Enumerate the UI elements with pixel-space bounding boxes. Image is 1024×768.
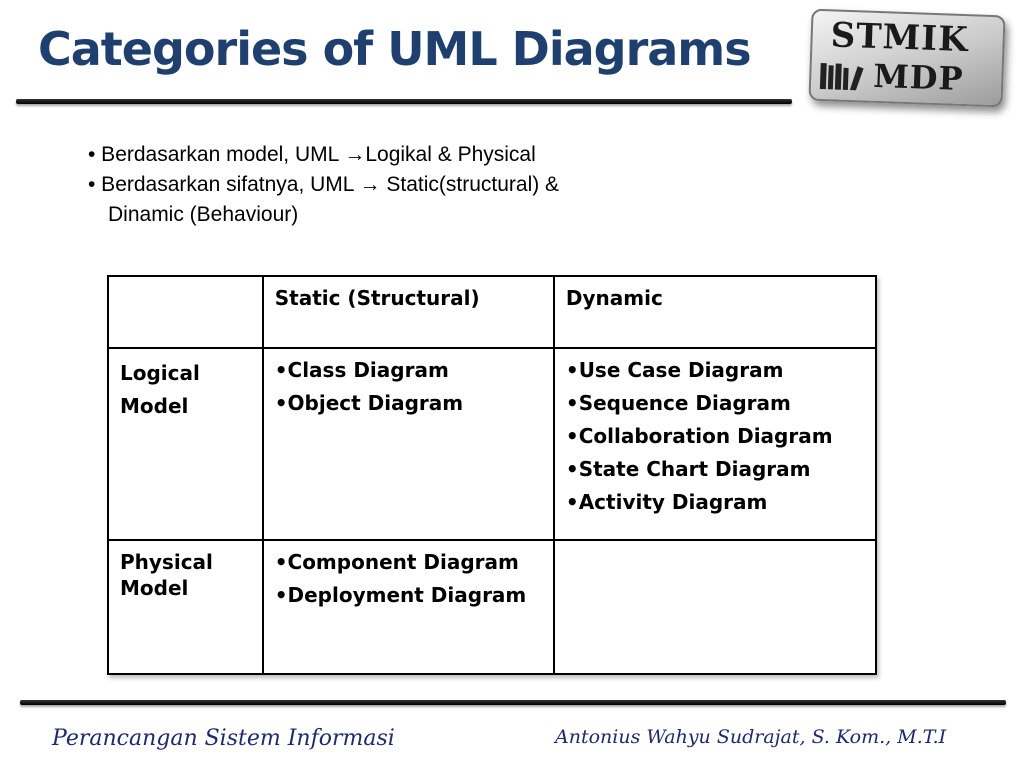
- list-item: •Component Diagram: [274, 550, 519, 574]
- list-item: •Activity Diagram: [565, 490, 768, 514]
- footer-author: Antonius Wahyu Sudrajat, S. Kom., M.T.I: [555, 726, 947, 748]
- list-item: •Collaboration Diagram: [565, 424, 833, 448]
- table-row-physical: Physical Model •Component Diagram •Deplo…: [107, 539, 878, 675]
- logical-static-cell: •Class Diagram •Object Diagram: [261, 347, 555, 541]
- row-label-line: Logical: [120, 361, 200, 385]
- books-icon: [819, 62, 864, 91]
- uml-categories-table: Static (Structural) Dynamic Logical Mode…: [107, 275, 878, 675]
- footer-course-title: Perancangan Sistem Informasi: [52, 726, 395, 751]
- row-label-line: Model: [120, 576, 189, 600]
- bullet-item: • Berdasarkan sifatnya, UML → Static(str…: [88, 173, 560, 196]
- row-label-physical: Physical Model: [107, 539, 264, 675]
- stmik-mdp-logo: STMIK MDP: [808, 8, 1006, 108]
- physical-static-cell: •Component Diagram •Deployment Diagram: [261, 539, 555, 675]
- header-cell-dynamic: Dynamic: [552, 275, 878, 349]
- title-divider: [16, 99, 792, 104]
- bullet-list: • Berdasarkan model, UML →Logikal & Phys…: [88, 140, 559, 230]
- physical-dynamic-cell: [552, 539, 878, 675]
- table-header-row: Static (Structural) Dynamic: [107, 275, 878, 349]
- header-cell-empty: [107, 275, 264, 349]
- list-item: •Use Case Diagram: [565, 358, 784, 382]
- slide-title: Categories of UML Diagrams: [38, 22, 752, 76]
- footer-divider: [20, 700, 1006, 705]
- list-item: •Deployment Diagram: [274, 583, 527, 607]
- list-item: •Class Diagram: [274, 358, 449, 382]
- list-item: •Sequence Diagram: [565, 391, 791, 415]
- logical-dynamic-cell: •Use Case Diagram •Sequence Diagram •Col…: [552, 347, 878, 541]
- row-label-line: Physical: [120, 550, 213, 574]
- list-item: •Object Diagram: [274, 391, 464, 415]
- bullet-item: • Berdasarkan model, UML →Logikal & Phys…: [88, 143, 536, 166]
- row-label-line: Model: [120, 394, 189, 418]
- list-item: •State Chart Diagram: [565, 457, 811, 481]
- bullet-item-continuation: Dinamic (Behaviour): [108, 203, 299, 226]
- header-cell-static: Static (Structural): [261, 275, 555, 349]
- logo-bottom-text: MDP: [872, 56, 965, 98]
- row-label-logical: Logical Model: [107, 347, 264, 541]
- logo-top-text: STMIK: [830, 15, 970, 61]
- table-row-logical: Logical Model •Class Diagram •Object Dia…: [107, 347, 878, 541]
